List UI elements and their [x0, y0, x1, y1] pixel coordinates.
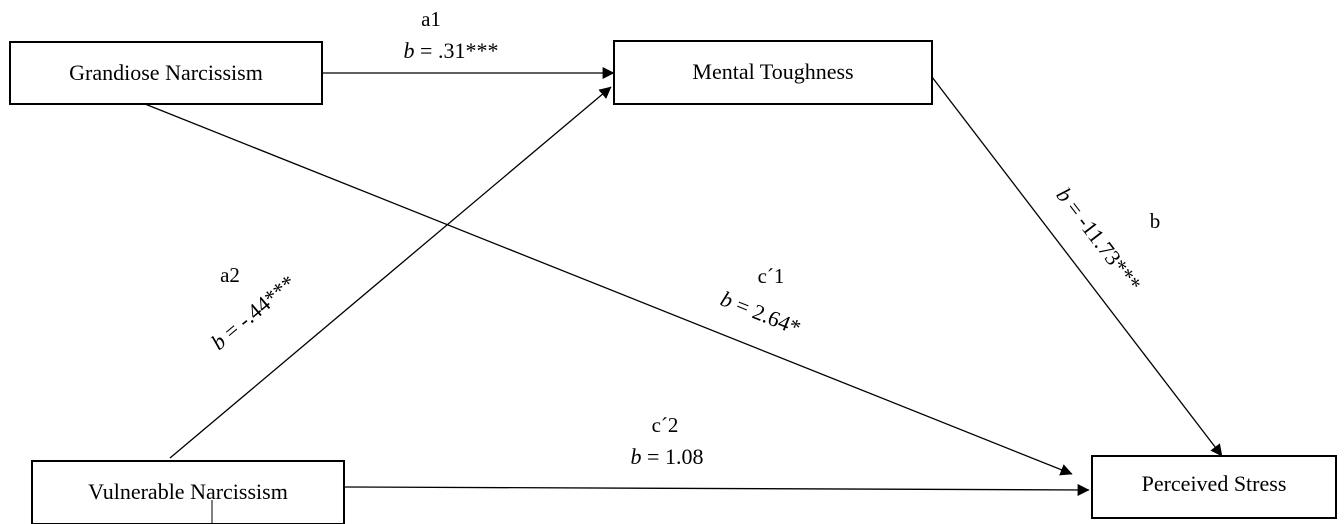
coef-symbol: b	[404, 38, 415, 63]
node-grandiose-narcissism: Grandiose Narcissism	[9, 41, 323, 105]
path-coef-a1: b = .31***	[404, 38, 499, 63]
path-label-a2: a2	[220, 263, 240, 287]
coef-value: = 2.64*	[727, 290, 804, 340]
edge-grandiose-to-perceived-stress	[139, 101, 1073, 476]
edge-mental-toughness-to-perceived-stress	[931, 76, 1223, 457]
node-label: Perceived Stress	[1142, 471, 1287, 496]
path-coef-c2: b = 1.08	[631, 444, 704, 469]
coef-value: = 1.08	[642, 444, 704, 469]
node-vulnerable-narcissism: Vulnerable Narcissism	[31, 460, 345, 524]
path-label-a1: a1	[421, 7, 441, 31]
coef-value: = .31***	[415, 38, 499, 63]
node-label: Mental Toughness	[692, 59, 853, 84]
path-label-c2: c´2	[652, 413, 679, 437]
node-mental-toughness: Mental Toughness	[613, 40, 933, 105]
edge-vulnerable-to-mental-toughness	[169, 86, 612, 459]
coef-value: = -11.73***	[1058, 192, 1146, 296]
node-label: Grandiose Narcissism	[69, 60, 263, 85]
path-coef-b: b = -11.73***	[1051, 183, 1146, 296]
coef-symbol: b	[631, 444, 642, 469]
path-label-c1: c´1	[758, 264, 785, 288]
node-label: Vulnerable Narcissism	[88, 479, 288, 504]
path-coef-c1: b = 2.64*	[717, 286, 804, 340]
path-label-b: b	[1150, 209, 1161, 233]
node-perceived-stress: Perceived Stress	[1091, 455, 1337, 519]
edge-vulnerable-to-perceived-stress	[343, 483, 1090, 496]
